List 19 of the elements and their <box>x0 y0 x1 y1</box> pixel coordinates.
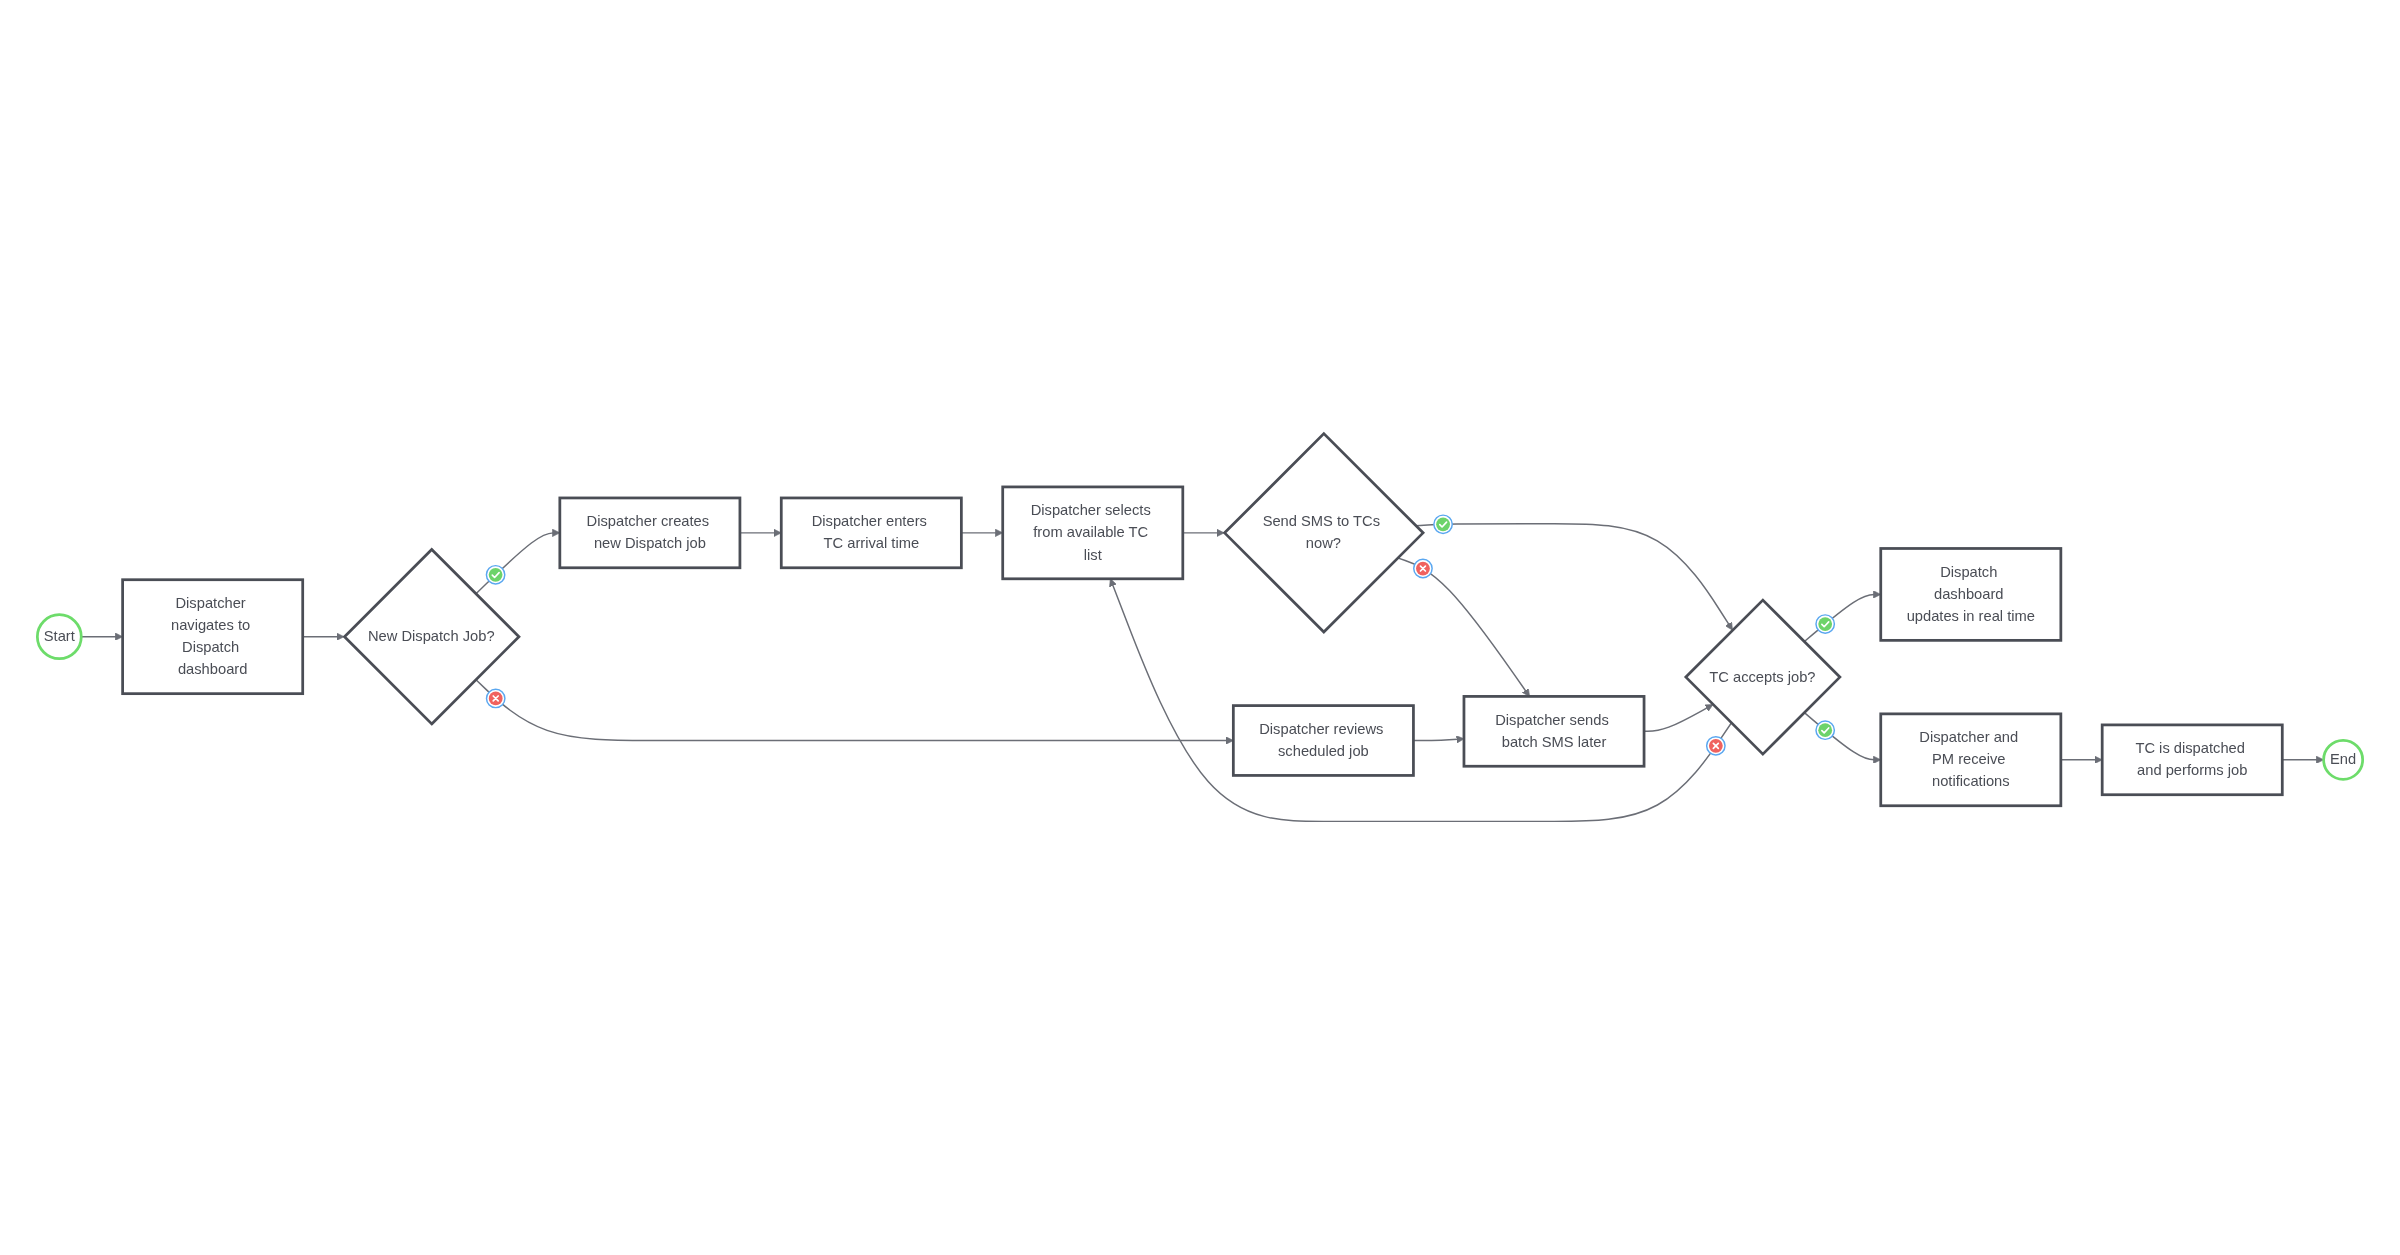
node-box: Dispatcher navigates to Dispatch dashboard <box>121 578 305 696</box>
node-box: Dispatcher selects from available TC list <box>1001 485 1185 581</box>
arrow <box>1414 522 1733 631</box>
arrow <box>1182 528 1225 537</box>
node-box: TC is dispatched and performs job <box>2100 723 2284 797</box>
arrow <box>739 528 782 537</box>
arrow <box>1109 578 1733 823</box>
node-box: Dispatcher creates new Dispatch job <box>558 496 742 570</box>
node-circle: End <box>2322 738 2365 781</box>
arrow <box>474 678 1234 745</box>
node-diamond: New Dispatch Job? <box>342 547 521 726</box>
node-box: Dispatcher reviews scheduled job <box>1231 704 1415 777</box>
node-box: Dispatcher enters TC arrival time <box>779 496 963 570</box>
arrow <box>2060 755 2103 764</box>
node-circle: Start <box>35 613 83 661</box>
node-box: Dispatcher and PM receive notifications <box>1879 712 2063 808</box>
node-box: Dispatch dashboard updates in real time <box>1879 547 2063 642</box>
node-box: Dispatcher sends batch SMS later <box>1462 695 1646 768</box>
arrow <box>1396 557 1530 697</box>
